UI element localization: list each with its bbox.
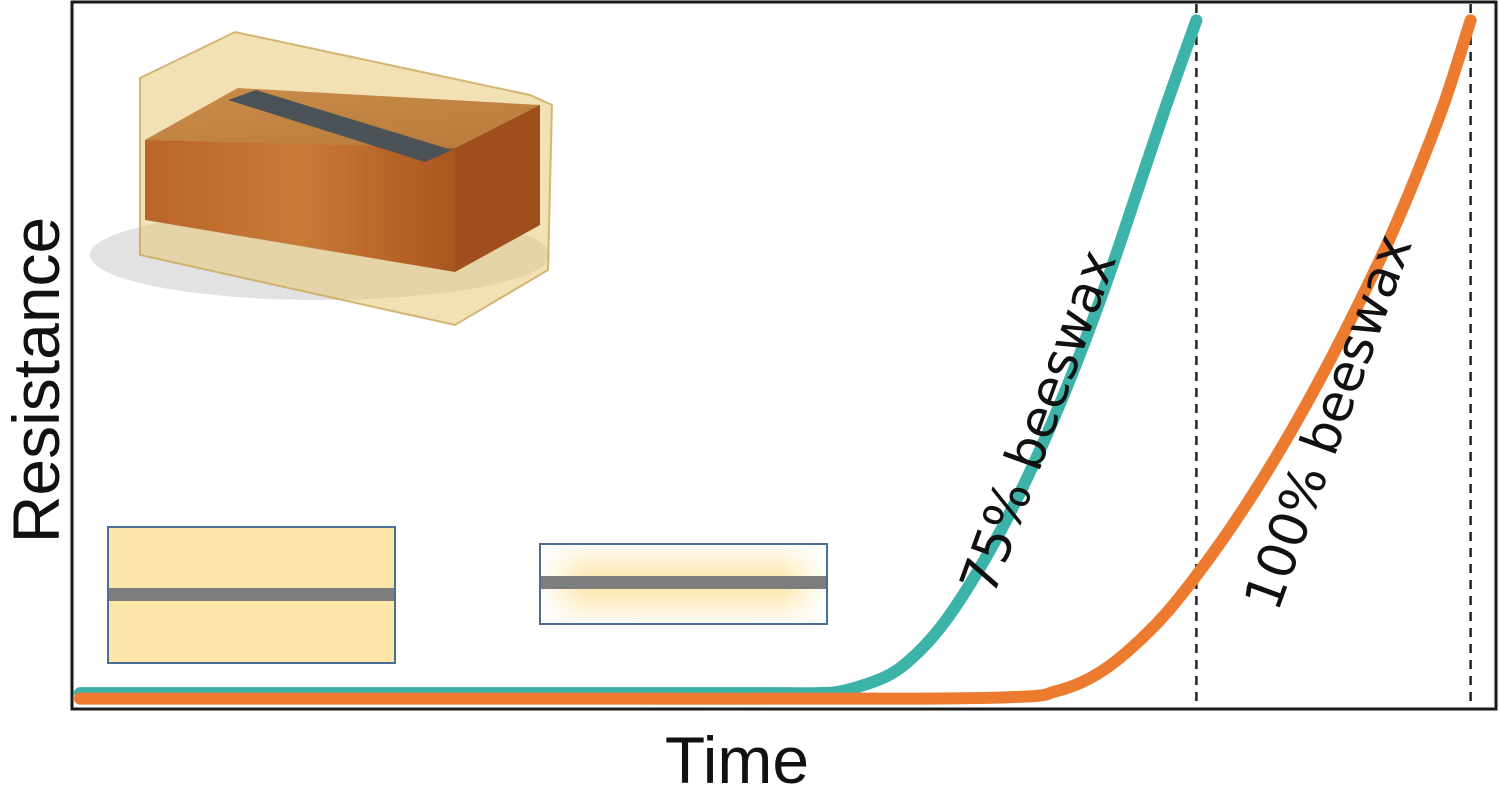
plot-frame [70, 0, 1498, 711]
series-line-100-beeswax [74, 14, 1477, 705]
y-axis-title: Resistance [0, 217, 73, 544]
curve-label-75-beeswax: 75% beeswax [949, 242, 1129, 602]
wax-coated-wood-block-illustration [90, 30, 554, 327]
degraded-wax-cross-section [539, 543, 828, 625]
x-axis-title: Time [665, 723, 809, 789]
full-wax-cross-section [107, 526, 396, 664]
curve-label-100-beeswax: 100% beeswax [1233, 227, 1424, 618]
